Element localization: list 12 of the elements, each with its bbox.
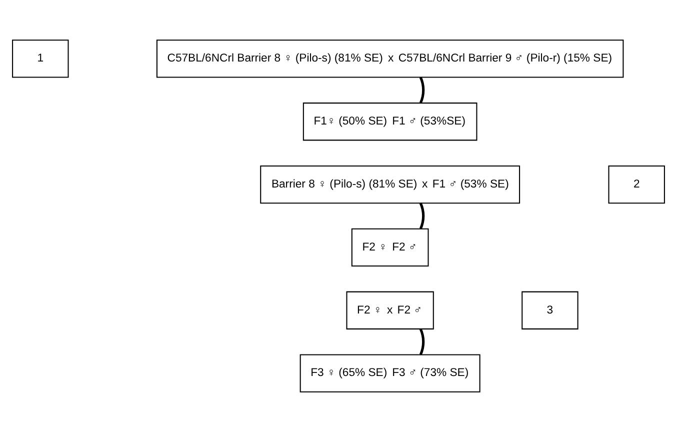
node-box: 3 [522, 290, 578, 329]
node-box: F2 ♀ x F2 ♂ [346, 290, 434, 329]
node-box: 1 [12, 39, 69, 78]
node-box: Barrier 8 ♀ (Pilo-s) (81% SE) x F1 ♂ (53% SE) [260, 164, 520, 204]
node-box: F1♀ (50% SE) F1 ♂ (53%SE) [302, 102, 478, 140]
node-box: F2 ♀ F2 ♂ [351, 228, 429, 266]
connector [419, 202, 425, 229]
node-box: 2 [608, 164, 665, 204]
node-box: C57BL/6NCrl Barrier 8 ♀ (Pilo-s) (81% SE) x C57BL/6NCrl Barrier 9 ♂ (Pilo-r) (15% SE) [156, 39, 624, 78]
connector [419, 328, 425, 354]
node-box: F3 ♀ (65% SE) F3 ♂ (73% SE) [300, 354, 480, 392]
connector [419, 76, 425, 103]
